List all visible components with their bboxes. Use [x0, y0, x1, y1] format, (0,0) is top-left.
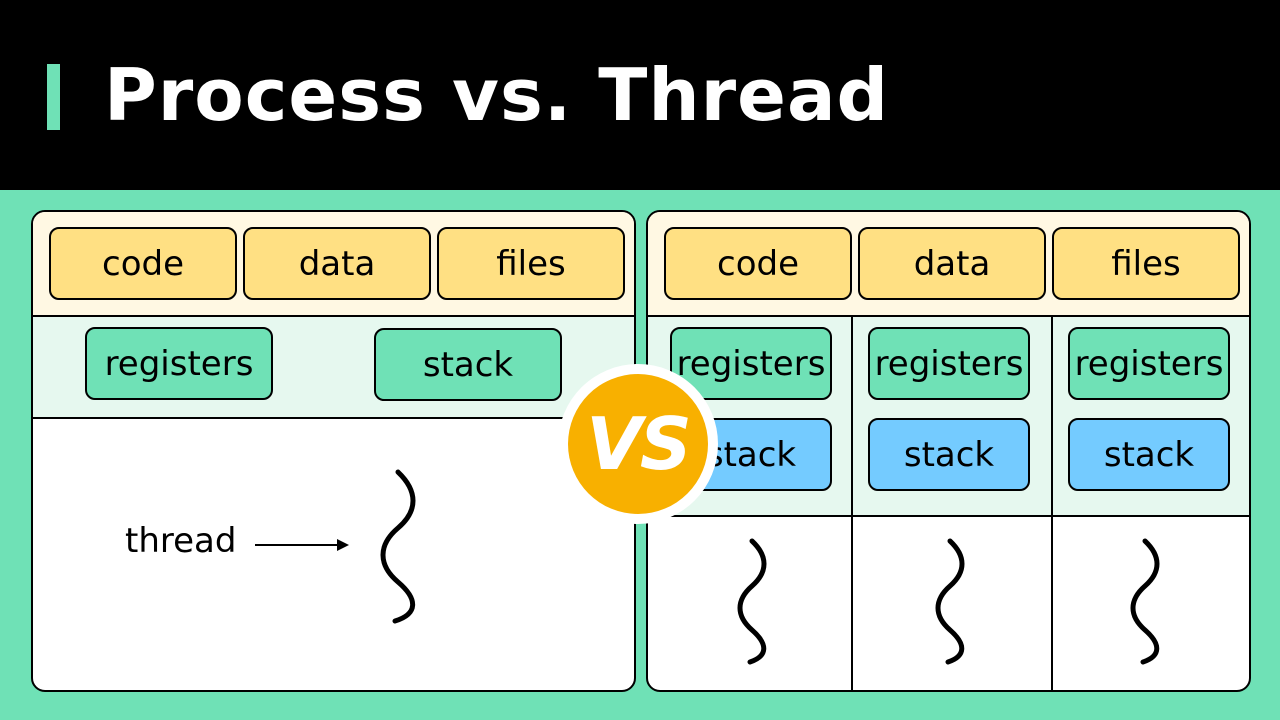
- page-title: Process vs. Thread: [104, 53, 890, 137]
- vs-text: VS: [586, 402, 692, 486]
- data-box: data: [243, 227, 431, 300]
- vs-badge: VS: [558, 364, 718, 524]
- title-accent-bar: [47, 64, 60, 130]
- files-box: files: [437, 227, 625, 300]
- thread-squiggle-icon: [380, 469, 416, 624]
- registers-box: registers: [85, 327, 273, 400]
- header-bar: Process vs. Thread: [0, 0, 1280, 190]
- code-box: code: [49, 227, 237, 300]
- thread-label: thread: [125, 521, 237, 561]
- vs-badge-circle: VS: [568, 374, 708, 514]
- thread-2-squiggle-icon: [935, 538, 965, 665]
- thread-3-stack-box: stack: [1068, 418, 1230, 491]
- thread-3-squiggle-icon: [1130, 538, 1160, 665]
- arrow-icon: [255, 539, 349, 551]
- thread-1-squiggle-icon: [737, 538, 767, 665]
- column-divider: [851, 317, 853, 690]
- column-divider: [1051, 317, 1053, 690]
- stack-box: stack: [374, 328, 562, 401]
- multi-thread-process-panel: code data files registers stack register…: [646, 210, 1251, 692]
- thread-2-stack-box: stack: [868, 418, 1030, 491]
- code-box: code: [664, 227, 852, 300]
- files-box: files: [1052, 227, 1240, 300]
- thread-1-registers-box: registers: [670, 327, 832, 400]
- single-thread-process-panel: code data files registers stack thread: [31, 210, 636, 692]
- data-box: data: [858, 227, 1046, 300]
- thread-3-registers-box: registers: [1068, 327, 1230, 400]
- thread-2-registers-box: registers: [868, 327, 1030, 400]
